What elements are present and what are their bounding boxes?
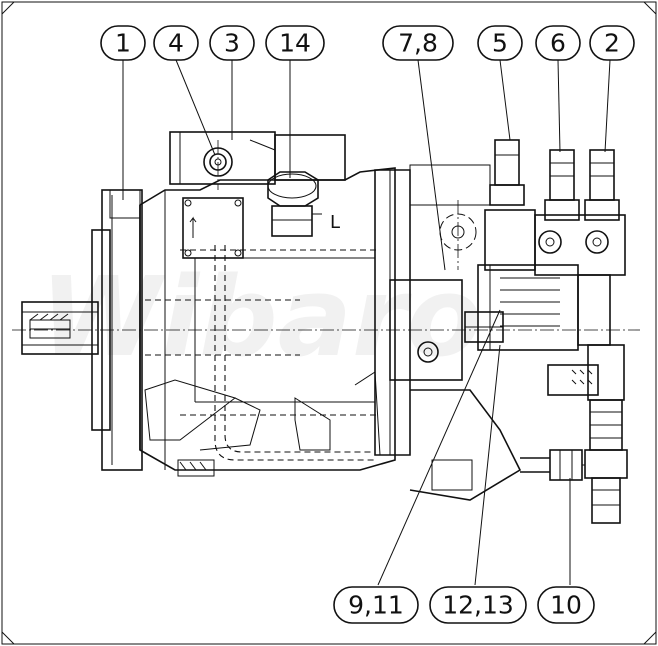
callout-9-11: 9,11 [333,586,419,624]
callout-2: 2 [589,25,635,61]
callout-6: 6 [535,25,581,61]
solenoid-6 [544,149,580,221]
svg-text:7,8: 7,8 [398,29,438,58]
svg-text:9,11: 9,11 [348,591,404,620]
svg-text:1: 1 [115,29,131,58]
hose-assembly [520,399,628,524]
callouts-top: 1 4 3 14 7,8 5 6 2 [100,25,635,61]
leader-lines [122,59,611,586]
port-L-fitting: L [267,171,340,237]
callout-7-8: 7,8 [382,25,454,61]
callout-14: 14 [265,25,325,61]
nameplate [182,197,244,259]
callout-3: 3 [209,25,255,61]
svg-text:6: 6 [550,29,566,58]
svg-text:14: 14 [279,29,311,58]
top-valve-block [169,131,346,185]
svg-text:4: 4 [168,29,184,58]
directional-valve [534,214,626,401]
end-cover [374,164,522,501]
drive-shaft [21,301,99,355]
solenoid-5 [489,139,525,206]
callout-10: 10 [537,586,595,624]
callouts-bottom: 9,11 12,13 10 [333,586,595,624]
watermark: Wibaro [40,253,482,381]
callout-4: 4 [153,25,199,61]
svg-text:2: 2 [604,29,620,58]
pump-housing [139,167,396,477]
port-label: L [330,212,340,233]
callout-12-13: 12,13 [429,586,527,624]
svg-text:12,13: 12,13 [442,591,514,620]
mounting-flange [91,189,143,471]
svg-text:5: 5 [492,29,508,58]
svg-text:3: 3 [224,29,240,58]
svg-text:10: 10 [550,591,582,620]
solenoid-2 [584,149,620,221]
callout-5: 5 [477,25,523,61]
callout-1: 1 [100,25,146,61]
